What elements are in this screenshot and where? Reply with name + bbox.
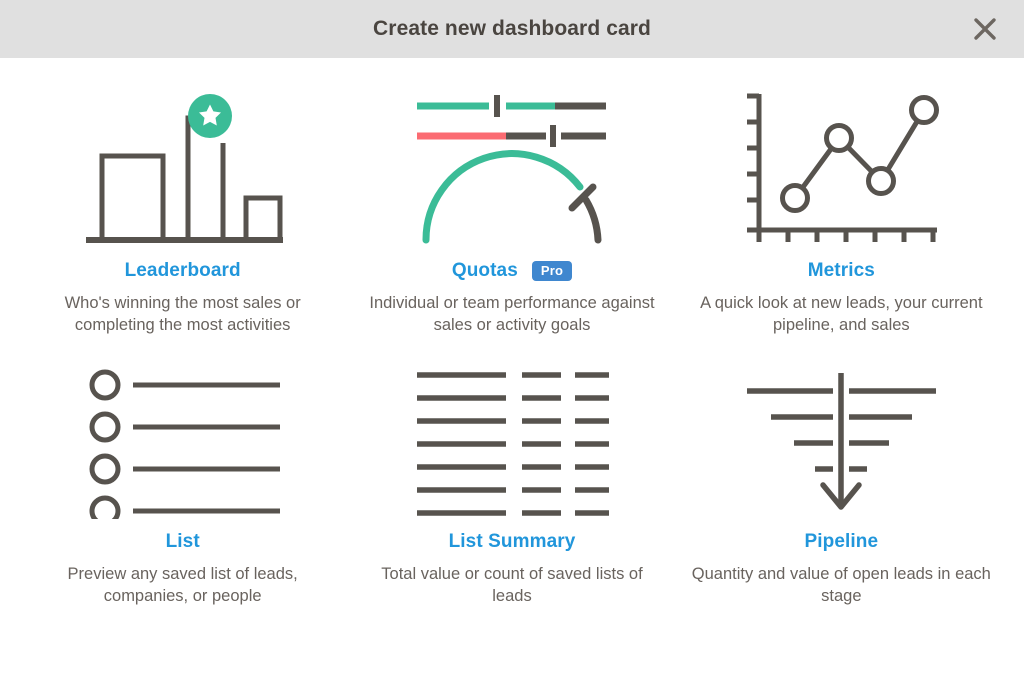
- card-description: Quantity and value of open leads in each…: [691, 564, 991, 605]
- card-label-row: List Summary: [449, 529, 576, 555]
- card-description: Total value or count of saved lists of l…: [381, 564, 643, 605]
- card-description: Preview any saved list of leads, compani…: [67, 564, 298, 605]
- card-option-list[interactable]: List Preview any saved list of leads, co…: [18, 359, 347, 608]
- card-label: List Summary: [448, 530, 576, 552]
- pipeline-funnel-icon: [739, 359, 944, 519]
- card-description: A quick look at new leads, your current …: [700, 294, 983, 335]
- card-option-leaderboard[interactable]: Leaderboard Who's winning the most sales…: [18, 88, 347, 337]
- metrics-line-chart-icon: [739, 88, 944, 248]
- quotas-gauge-icon: [409, 88, 614, 248]
- card-type-grid: Leaderboard Who's winning the most sales…: [0, 58, 1024, 607]
- card-label-row: Pipeline: [805, 529, 879, 555]
- card-label-row: Quotas Pro: [451, 258, 573, 284]
- card-option-quotas[interactable]: Quotas Pro Individual or team performanc…: [347, 88, 676, 337]
- page-title: Create new dashboard card: [373, 17, 651, 40]
- card-label: List: [165, 530, 200, 552]
- card-label: Leaderboard: [124, 260, 241, 281]
- card-option-list-summary[interactable]: List Summary Total value or count of sav…: [347, 359, 676, 608]
- card-description: Who's winning the most sales or completi…: [64, 294, 301, 335]
- modal-header: Create new dashboard card: [0, 0, 1024, 58]
- status-badge: Pro: [531, 261, 573, 281]
- card-label-row: List: [166, 529, 200, 555]
- card-label-row: Metrics: [808, 258, 875, 284]
- close-icon: [972, 16, 998, 42]
- leaderboard-bar-chart-icon: [80, 88, 285, 248]
- card-label: Metrics: [807, 260, 875, 281]
- card-option-metrics[interactable]: Metrics A quick look at new leads, your …: [677, 88, 1006, 337]
- card-option-pipeline[interactable]: Pipeline Quantity and value of open lead…: [677, 359, 1006, 608]
- card-label: Pipeline: [804, 530, 879, 552]
- card-label: Quotas: [451, 260, 518, 281]
- card-label-row: Leaderboard: [125, 258, 241, 284]
- list-summary-table-icon: [409, 359, 614, 519]
- card-description: Individual or team performance against s…: [369, 294, 655, 335]
- list-bullets-icon: [80, 359, 285, 519]
- close-button[interactable]: [968, 12, 1002, 46]
